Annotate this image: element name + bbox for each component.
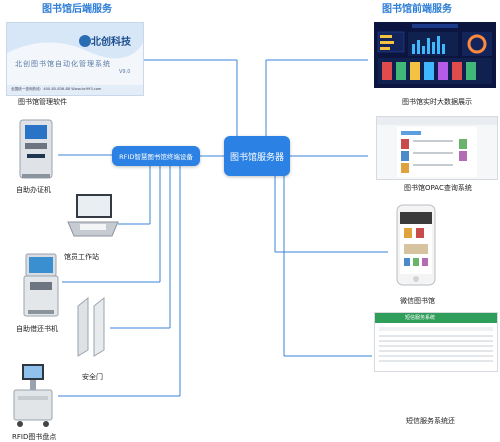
borrow-return-machine-image xyxy=(20,252,62,318)
rfid-terminal-box: RFID智慧图书馆终端设备 xyxy=(112,146,200,166)
caption-sms-service: 短信服务系统还 xyxy=(406,417,455,425)
security-gate-image xyxy=(74,296,110,358)
rfid-inventory-cart-image xyxy=(8,362,58,428)
backend-services-title: 图书馆后端服务 xyxy=(42,4,112,15)
caption-big-data: 图书馆实时大数据展示 xyxy=(402,98,472,106)
software-subtitle: 北创图书馆自动化管理系统 xyxy=(15,60,111,68)
opac-system-image xyxy=(376,116,498,180)
caption-card-kiosk: 自助办证机 xyxy=(16,186,51,194)
caption-rfid-inventory: RFID图书盘点 xyxy=(12,433,57,441)
caption-security-gate: 安全门 xyxy=(82,373,103,381)
frontend-services-title: 图书馆前端服务 xyxy=(382,4,452,15)
software-brand: 北创科技 xyxy=(91,37,131,48)
management-software-image: 北创科技 北创图书馆自动化管理系统 V9.0 全国统一咨询热线：400-85-8… xyxy=(6,22,144,96)
card-kiosk-image xyxy=(16,118,56,180)
caption-management-software: 图书馆管理软件 xyxy=(18,98,67,106)
software-footer: 全国统一咨询热线：400-85-836-88 Www.bc993.com xyxy=(11,87,102,91)
big-data-dashboard-image xyxy=(374,22,496,88)
software-version: V9.0 xyxy=(119,69,131,75)
wechat-library-phone-image xyxy=(396,204,436,286)
workstation-image xyxy=(66,192,120,240)
caption-opac: 图书馆OPAC查询系统 xyxy=(404,184,472,192)
caption-workstation: 馆员工作站 xyxy=(64,253,99,261)
caption-borrow-return-machine: 自助借还书机 xyxy=(16,325,58,333)
caption-wechat-library: 微信图书馆 xyxy=(400,297,435,305)
library-server-box: 图书馆服务器 xyxy=(224,136,290,176)
sms-panel-header: 短信服务系统 xyxy=(405,315,436,321)
sms-service-image: 短信服务系统 xyxy=(374,312,498,372)
